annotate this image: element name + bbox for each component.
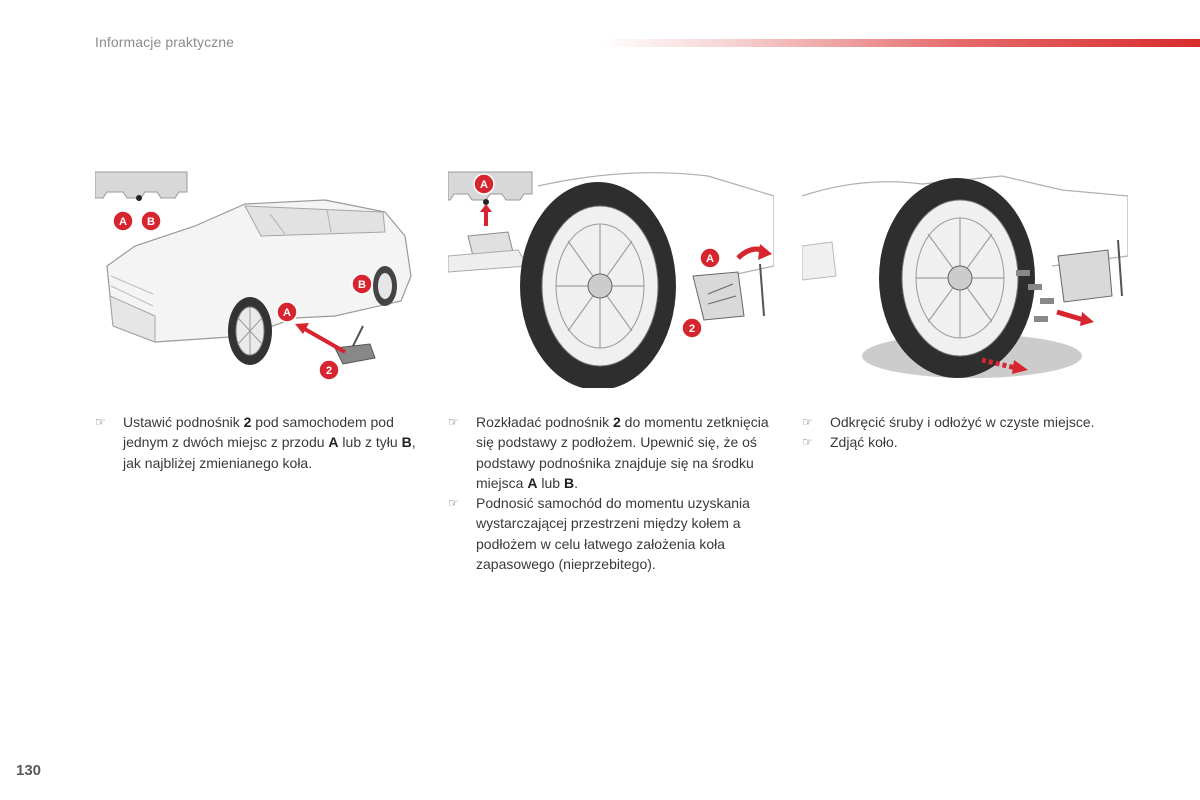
svg-text:B: B (358, 279, 366, 291)
instruction-item: ☞ Ustawić podnośnik 2 pod samochodem pod… (95, 414, 416, 471)
badge-2: 2 (681, 317, 703, 339)
hand-pointer-icon: ☞ (802, 415, 813, 429)
instruction-item: ☞ Zdjąć koło. (802, 432, 1132, 452)
badge-a-jack: A (699, 247, 721, 269)
instruction-item: ☞ Podnosić samochód do momentu uzyskania… (448, 495, 750, 573)
hand-pointer-icon: ☞ (802, 435, 813, 450)
hand-pointer-icon: ☞ (448, 496, 459, 511)
badge-a: A (112, 210, 134, 232)
svg-text:A: A (480, 179, 488, 191)
figure-jack-position: A B A B 2 (95, 166, 421, 388)
badge-a-front: A (276, 301, 298, 323)
jack-wheel-illustration: A A 2 (448, 171, 774, 388)
svg-text:B: B (147, 216, 155, 228)
instruction-item: ☞ Odkręcić śruby i odłożyć w czyste miej… (802, 412, 1132, 432)
badge-a-top: A (473, 173, 495, 195)
badge-b: B (140, 210, 162, 232)
instruction-item: ☞ Rozkładać podnośnik 2 do momentu zetkn… (448, 414, 769, 491)
svg-text:2: 2 (689, 323, 695, 335)
hand-pointer-icon: ☞ (95, 415, 106, 429)
figure-jack-unfold: A A 2 (448, 166, 774, 388)
svg-text:A: A (283, 307, 291, 319)
svg-text:A: A (119, 216, 127, 228)
step-column-3: ☞ Odkręcić śruby i odłożyć w czyste miej… (802, 412, 1132, 453)
badge-b-rear: B (351, 273, 373, 295)
section-title: Informacje praktyczne (95, 34, 235, 50)
car-jack-illustration: A B A B 2 (95, 171, 412, 381)
step-column-2: ☞ Rozkładać podnośnik 2 do momentu zetkn… (448, 412, 778, 574)
hand-pointer-icon: ☞ (448, 415, 459, 429)
svg-text:2: 2 (326, 365, 332, 377)
figure-remove-wheel (802, 166, 1128, 388)
svg-text:A: A (706, 253, 714, 265)
header-accent-bar (598, 39, 1200, 47)
page-number: 130 (16, 762, 42, 779)
remove-wheel-illustration (802, 175, 1128, 378)
step-column-1: ☞ Ustawić podnośnik 2 pod samochodem pod… (95, 412, 425, 473)
badge-2: 2 (318, 359, 340, 381)
